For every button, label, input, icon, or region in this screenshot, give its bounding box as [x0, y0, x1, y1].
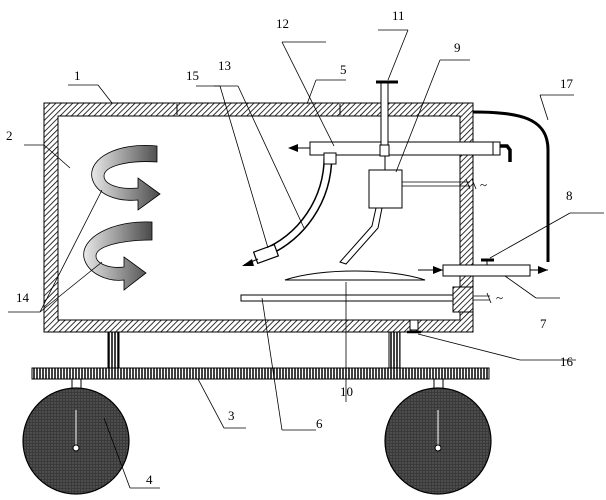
label-2: 2: [6, 128, 13, 143]
component-box: ~: [368, 156, 487, 209]
label-13: 13: [218, 58, 231, 73]
label-8: 8: [566, 188, 573, 203]
label-11: 11: [392, 8, 405, 23]
label-17: 17: [560, 76, 574, 91]
airflow-swirl-lower: [83, 221, 153, 291]
label-5: 5: [340, 62, 347, 77]
label-6: 6: [316, 416, 323, 431]
valve-pipe: [376, 80, 398, 157]
bottom-pipe: ~: [240, 286, 503, 313]
label-12: 12: [276, 16, 289, 31]
labels: 1 2 3 4 5 6 7 8 9 10 11 12 13 14 15 16 1…: [6, 8, 574, 487]
label-7: 7: [540, 316, 547, 331]
drain: [407, 319, 421, 334]
cable: [472, 110, 550, 262]
airflow-swirl-upper: [91, 144, 161, 211]
label-15: 15: [186, 68, 199, 83]
ac-symbol: ~: [480, 177, 487, 192]
chamber-body: [43, 102, 474, 333]
cart-frame: [31, 331, 490, 380]
ac-symbol-bottom: ~: [496, 290, 503, 305]
stand: [284, 207, 426, 281]
wheel-right: [384, 378, 492, 495]
top-duct: [288, 141, 512, 162]
curved-nozzle-tube: [242, 152, 337, 266]
label-3: 3: [228, 408, 235, 423]
label-4: 4: [146, 472, 153, 487]
wheel-left: [22, 378, 130, 495]
label-9: 9: [454, 40, 461, 55]
outlet-pipe: [418, 258, 548, 277]
label-1: 1: [74, 68, 81, 83]
label-16: 16: [560, 354, 574, 369]
label-10: 10: [340, 384, 353, 399]
leader-lines: [8, 29, 604, 489]
label-14: 14: [16, 290, 30, 305]
